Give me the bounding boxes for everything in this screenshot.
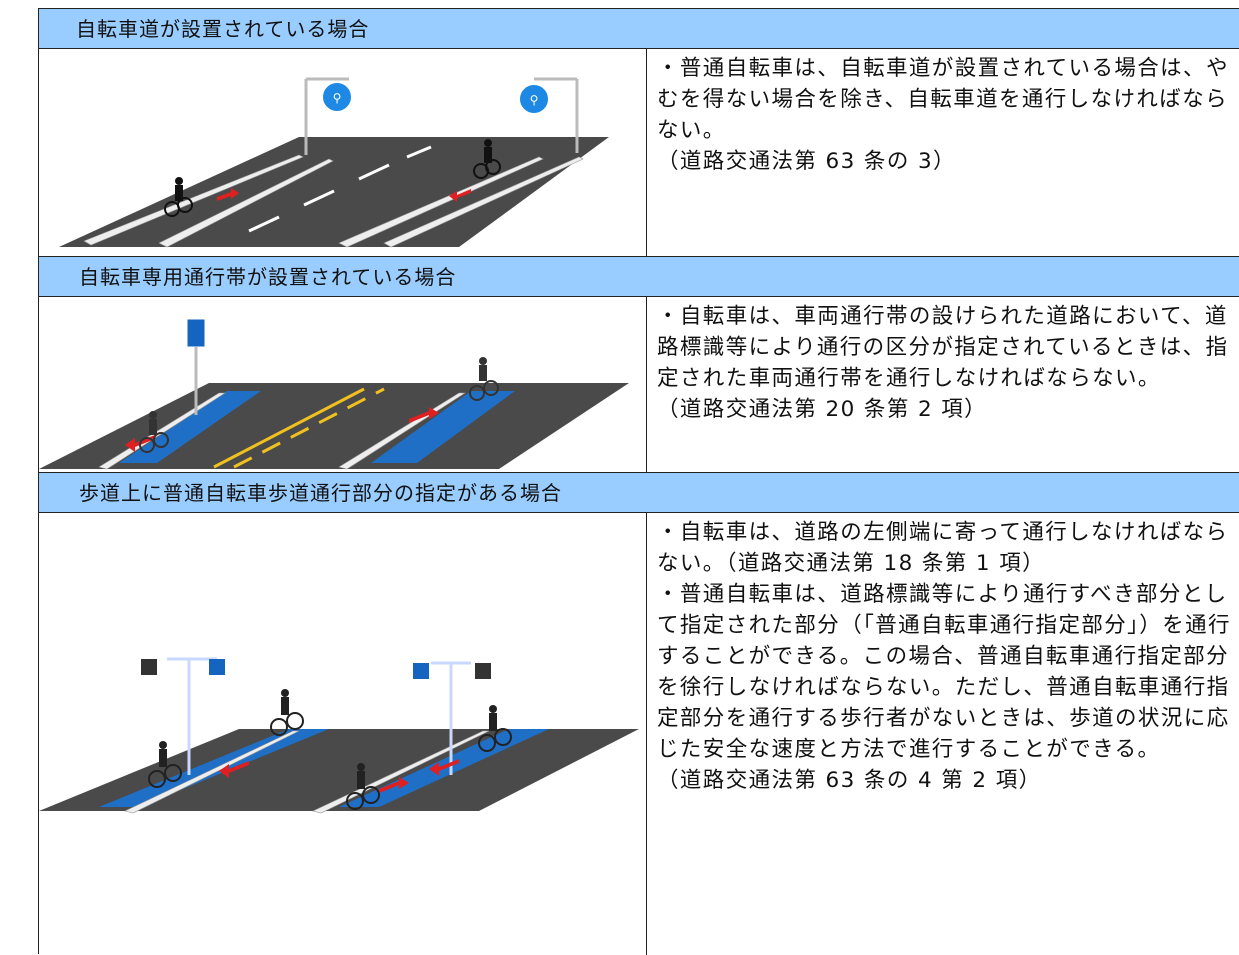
section-heading-1: 自転車道が設置されている場合 (39, 9, 1239, 49)
cyclist-icon (473, 139, 501, 179)
cyclist-icon (346, 763, 380, 810)
section-1-title: 自転車道が設置されている場合 (76, 16, 370, 41)
section-3-title: 歩道上に普通自転車歩道通行部分の指定がある場合 (79, 480, 562, 505)
section-3-text: ・自転車は、道路の左側端に寄って通行しなければならない。（道路交通法第 18 条… (657, 517, 1239, 796)
section-1-text: ・普通自転車は、自転車道が設置されている場合は、やむを得ない場合を除き、自転車道… (657, 53, 1239, 177)
section-heading-3: 歩道上に普通自転車歩道通行部分の指定がある場合 (39, 473, 1239, 513)
section-3-rule-2: ・普通自転車は、道路標識等により通行すべき部分として指定された部分（「普通自転車… (657, 582, 1231, 762)
section-2-rule: ・自転車は、車両通行帯の設けられた道路において、道路標識等により通行の区分が指定… (657, 304, 1229, 391)
section-1-rule: ・普通自転車は、自転車道が設置されている場合は、やむを得ない場合を除き、自転車道… (657, 56, 1229, 143)
cyclist-icon (164, 177, 193, 217)
section-1-citation: （道路交通法第 63 条の 3） (657, 149, 956, 174)
section-3-citation: （道路交通法第 63 条の 4 第 2 項） (657, 768, 1042, 793)
sidewalk-bicycle-zone-illustration (39, 513, 647, 955)
section-3-rule-1: ・自転車は、道路の左側端に寄って通行しなければならない。（道路交通法第 18 条… (657, 520, 1229, 576)
section-row-1: ⚲ ⚲ (39, 49, 1239, 257)
section-row-2: ・自転車は、車両通行帯の設けられた道路において、道路標識等により通行の区分が指定… (39, 297, 1239, 473)
cyclist-icon (478, 705, 512, 752)
section-heading-2: 自転車専用通行帯が設置されている場合 (39, 257, 1239, 297)
bicycle-lane-illustration (39, 297, 647, 472)
cyclist-icon (270, 689, 304, 736)
cyclist-icon (148, 741, 182, 788)
svg-text:⚲: ⚲ (530, 93, 539, 107)
bicycle-path-illustration: ⚲ ⚲ (39, 49, 647, 256)
svg-text:⚲: ⚲ (333, 91, 342, 105)
cyclist-icon (469, 357, 499, 401)
section-2-text: ・自転車は、車両通行帯の設けられた道路において、道路標識等により通行の区分が指定… (657, 301, 1239, 425)
rules-table: 自転車道が設置されている場合 ⚲ (38, 8, 1239, 955)
cyclist-icon (139, 411, 169, 453)
section-row-3: ・自転車は、道路の左側端に寄って通行しなければならない。（道路交通法第 18 条… (39, 513, 1239, 955)
section-2-citation: （道路交通法第 20 条第 2 項） (657, 397, 988, 422)
section-2-title: 自転車専用通行帯が設置されている場合 (79, 264, 457, 289)
